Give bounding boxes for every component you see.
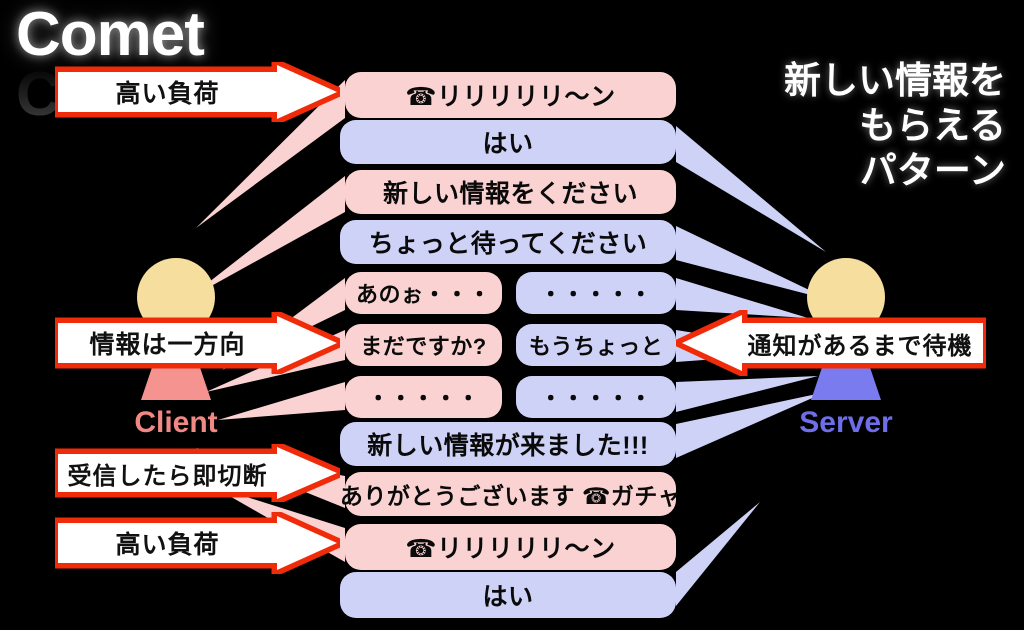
arrow-banner-high-load-top: 高い負荷: [55, 62, 340, 122]
tail-blue-5: [676, 376, 818, 412]
client-label: Client: [134, 406, 218, 439]
arrow-label: 受信したら即切断: [67, 462, 268, 490]
server-label: Server: [799, 406, 893, 439]
tail-blue-2: [676, 226, 830, 300]
title-label: Comet: [16, 0, 205, 69]
arrow-banner-disconnect-on-recv: 受信したら即切断: [55, 444, 340, 502]
message-bubble[interactable]: ☎リリリリリ〜ン: [345, 72, 676, 118]
tail-pink-1: [196, 80, 345, 228]
message-bubble[interactable]: はい: [340, 120, 676, 164]
message-bubble[interactable]: ・・・・・: [516, 272, 676, 314]
arrow-label: 高い負荷: [115, 80, 220, 108]
tail-blue-3: [676, 278, 808, 318]
message-bubble[interactable]: もうちょっと: [516, 324, 676, 366]
message-bubble[interactable]: ・・・・・: [345, 376, 502, 418]
message-bubble[interactable]: まだですか?: [345, 324, 502, 366]
message-bubble[interactable]: 新しい情報をください: [345, 170, 676, 214]
message-bubble[interactable]: ・・・・・: [516, 376, 676, 418]
page-title: Comet Comet: [16, 0, 356, 128]
message-bubble[interactable]: あのぉ・・・: [345, 272, 502, 314]
arrow-label: 通知があるまで待機: [747, 332, 973, 360]
message-bubble[interactable]: 新しい情報が来ました!!!: [340, 422, 676, 466]
tail-blue-1: [676, 126, 826, 252]
message-bubble[interactable]: ちょっと待ってください: [340, 220, 676, 264]
tail-pink-2: [186, 176, 345, 300]
arrow-label: 情報は一方向: [89, 331, 246, 359]
tail-pink-5: [218, 382, 345, 420]
arrow-banner-one-way-info: 情報は一方向: [55, 312, 340, 374]
arrow-banner-wait-for-notice: 通知があるまで待機: [676, 310, 986, 376]
arrow-banner-high-load-bottom: 高い負荷: [55, 512, 340, 574]
pattern-heading-line-1: 新しい情報を: [784, 60, 1006, 101]
tail-blue-7: [676, 502, 760, 606]
pattern-heading: 新しい情報を もらえる パターン: [706, 58, 1006, 193]
message-bubble[interactable]: ☎リリリリリ〜ン: [345, 524, 676, 570]
message-bubble[interactable]: はい: [340, 572, 676, 618]
arrow-label: 高い負荷: [115, 531, 220, 559]
pattern-heading-line-2: もらえる: [859, 105, 1006, 147]
message-bubble[interactable]: ありがとうございます ☎ガチャ: [340, 472, 681, 516]
tail-blue-6: [676, 392, 826, 458]
pattern-heading-line-3: パターン: [859, 150, 1006, 192]
